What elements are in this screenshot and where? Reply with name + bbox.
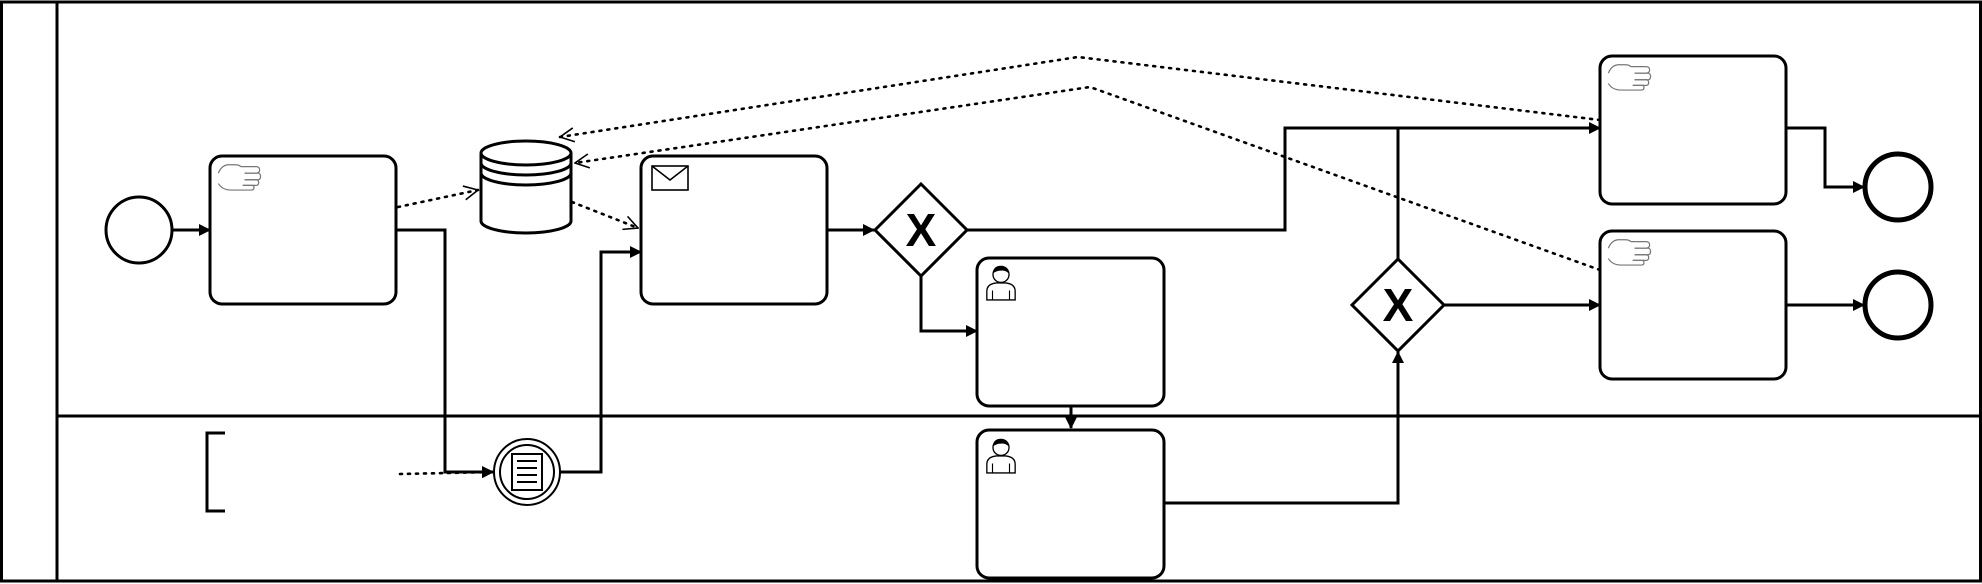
flow-manual-task2-to-end1[interactable] — [1786, 126, 1865, 193]
data-associations — [396, 55, 1602, 479]
gateway-1-marker: X — [906, 204, 937, 256]
user-task-2[interactable] — [975, 428, 1166, 580]
user-task-1[interactable] — [975, 256, 1166, 408]
send-task[interactable] — [639, 154, 829, 306]
association-manual-task3-to-datastore[interactable] — [575, 85, 1602, 272]
database-icon — [479, 139, 573, 235]
association-task1-to-datastore[interactable] — [396, 190, 478, 209]
intermediate-conditional-event[interactable] — [493, 438, 561, 506]
end-event-1[interactable] — [1862, 151, 1934, 223]
exclusive-gateway-1[interactable]: X — [872, 181, 970, 279]
end-event-2[interactable] — [1862, 269, 1934, 341]
envelope-icon — [651, 165, 689, 191]
document-icon — [511, 453, 543, 491]
flow-task1-to-intermediate[interactable] — [396, 228, 494, 478]
start-event[interactable] — [104, 195, 174, 265]
exclusive-gateway-2[interactable]: X — [1349, 256, 1447, 354]
manual-task-2[interactable] — [1598, 54, 1788, 206]
manual-task-1[interactable] — [208, 154, 398, 306]
flow-user-task2-to-gateway2[interactable] — [1164, 351, 1404, 505]
text-annotation[interactable] — [205, 431, 225, 513]
flow-gateway1-to-user-task1[interactable] — [919, 276, 978, 337]
gateway-2-marker: X — [1383, 279, 1414, 331]
flow-intermediate-to-send-task[interactable] — [560, 246, 642, 474]
manual-task-3[interactable] — [1598, 229, 1788, 381]
association-manual-task2-to-datastore[interactable] — [560, 55, 1602, 137]
flow-gateway1-to-manual-task2[interactable] — [967, 122, 1601, 232]
association-datastore-to-send-task[interactable] — [570, 200, 638, 228]
association-annotation[interactable] — [398, 466, 495, 479]
data-store[interactable] — [479, 139, 573, 235]
sequence-flows — [172, 122, 1865, 505]
